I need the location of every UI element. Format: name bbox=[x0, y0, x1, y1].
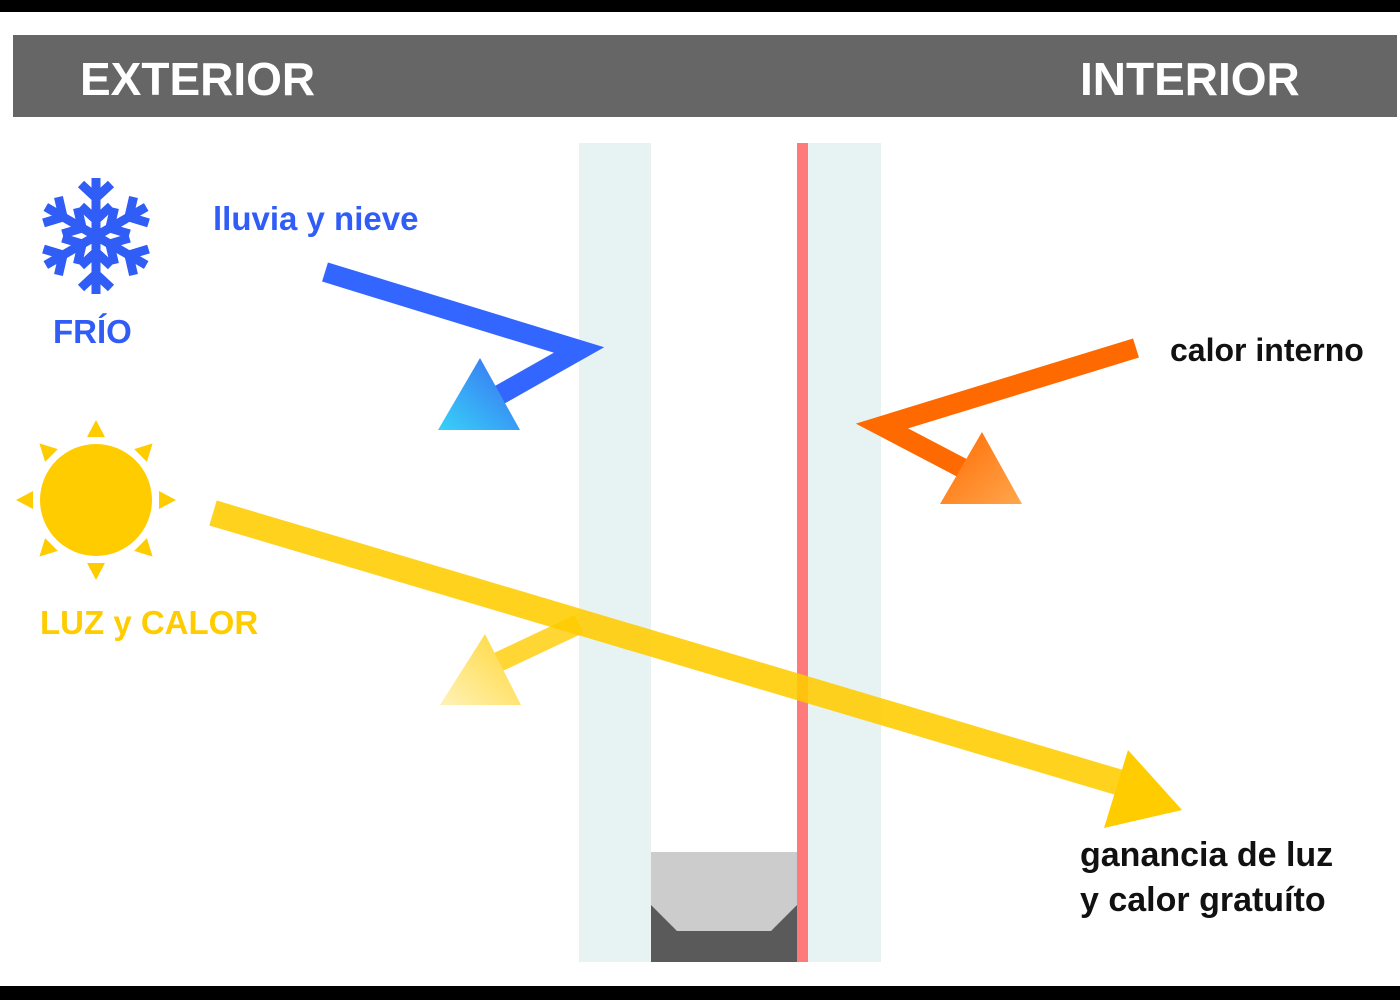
header-bar bbox=[13, 35, 1397, 117]
diagram-canvas bbox=[0, 12, 1400, 986]
gain-label-line2: y calor gratuíto bbox=[1080, 881, 1326, 919]
cold-label: FRÍO bbox=[53, 313, 132, 350]
rain-snow-label: lluvia y nieve bbox=[213, 200, 418, 237]
snowflake-icon bbox=[42, 178, 150, 294]
light-heat-label: LUZ y CALOR bbox=[40, 604, 258, 641]
internal-heat-label: calor interno bbox=[1170, 332, 1364, 368]
rain-snow-arrow bbox=[322, 262, 605, 430]
gain-label-line1: ganancia de luz bbox=[1080, 836, 1333, 874]
internal-heat-arrow bbox=[855, 338, 1139, 504]
inner-glass-pane bbox=[808, 143, 881, 962]
low-e-coating bbox=[797, 143, 808, 962]
spacer-bar bbox=[651, 852, 797, 962]
exterior-label: EXTERIOR bbox=[80, 53, 315, 105]
interior-label: INTERIOR bbox=[1080, 53, 1300, 105]
sunlight-gain-arrow bbox=[209, 500, 1182, 828]
outer-glass-pane bbox=[579, 143, 651, 962]
sun-icon bbox=[16, 420, 176, 580]
